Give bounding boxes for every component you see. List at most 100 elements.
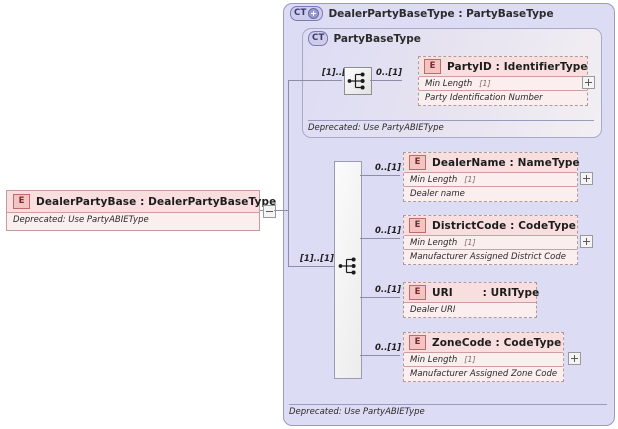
sequence-glyph <box>347 72 365 90</box>
element-box-dealername[interactable]: E DealerName : NameType Min Length [1] D… <box>403 152 580 202</box>
occurrence-label-zonecode: 0..[1] <box>375 343 402 353</box>
element-name-text: URI <box>432 286 453 299</box>
element-name-dealername: DealerName : NameType <box>432 157 580 169</box>
complextype-title-dealerpartybasetype: CT DealerPartyBaseType : PartyBaseType <box>290 6 554 21</box>
inner-deprecated-divider <box>308 120 594 121</box>
element-annotation-uri: Dealer URI <box>404 302 536 316</box>
element-box-districtcode[interactable]: E DistrictCode : CodeType Min Length [1]… <box>403 215 578 265</box>
sequence-container-main[interactable] <box>334 161 362 379</box>
element-facet-partyid: Min Length [1] <box>419 76 587 90</box>
element-annotation-zonecode: Manufacturer Assigned Zone Code <box>404 366 563 380</box>
element-name-partyid: PartyID : IdentifierType <box>447 61 588 73</box>
element-name-separator: : <box>509 156 514 169</box>
element-name-separator: : <box>495 336 500 349</box>
plus-expander-icon-partyid[interactable] <box>582 76 595 89</box>
element-badge-icon: E <box>13 194 30 209</box>
element-name-text: DealerPartyBase <box>36 195 137 208</box>
element-badge-icon: E <box>409 335 426 350</box>
element-annotation-partyid: Party Identification Number <box>419 90 587 104</box>
connector-main-to-districtcode <box>360 238 400 239</box>
element-name-text: DistrictCode <box>432 219 507 232</box>
element-type-text: URIType <box>490 286 540 299</box>
facet-label: Min Length <box>425 78 473 89</box>
element-header-dealername: E DealerName : NameType <box>404 153 580 172</box>
plus-expander-icon-dealername[interactable] <box>580 172 593 185</box>
complextype-label-outer: DealerPartyBaseType : PartyBaseType <box>328 7 554 20</box>
connector-to-inner-sequence <box>314 80 342 81</box>
connector-trunk-to-main-sequence <box>288 266 334 267</box>
element-name-districtcode: DistrictCode : CodeType <box>432 220 576 232</box>
facet-label: Min Length <box>410 354 458 365</box>
element-name-separator: : <box>510 219 515 232</box>
element-type-text: DealerPartyBaseType <box>148 195 277 208</box>
element-type-text: NameType <box>517 156 580 169</box>
element-annotation-dealerpartybase: Deprecated: Use PartyABIEType <box>7 212 259 227</box>
element-name-dealerpartybase: DealerPartyBase : DealerPartyBaseType <box>36 196 276 208</box>
facet-label: Min Length <box>410 237 458 248</box>
connector-trunk-to-partybase-sequence <box>288 80 314 81</box>
element-badge-icon: E <box>409 285 426 300</box>
element-header-uri: E URI : URIType <box>404 283 539 302</box>
sequence-icon-partybasetype[interactable] <box>344 67 372 95</box>
element-name-separator: : <box>495 60 500 73</box>
element-facet-zonecode: Min Length [1] <box>404 352 563 366</box>
connector-main-to-zonecode <box>360 355 400 356</box>
element-name-text: PartyID <box>447 60 492 73</box>
element-header-partyid: E PartyID : IdentifierType <box>419 57 588 76</box>
occurrence-label-partyid: 0..[1] <box>376 68 403 78</box>
inner-deprecated-note: Deprecated: Use PartyABIEType <box>308 123 444 133</box>
minus-expander-icon-root[interactable] <box>263 205 276 218</box>
element-type-text: CodeType <box>518 219 576 232</box>
element-header-districtcode: E DistrictCode : CodeType <box>404 216 577 235</box>
occurrence-label-inner-sequence: [1]..[1] <box>322 68 356 78</box>
occurrence-label-districtcode: 0..[1] <box>375 226 402 236</box>
complextype-label-inner: PartyBaseType <box>333 32 421 45</box>
connector-main-to-dealername <box>360 175 400 176</box>
element-box-partyid[interactable]: E PartyID : IdentifierType Min Length [1… <box>418 56 588 106</box>
element-annotation-dealername: Dealer name <box>404 186 577 200</box>
element-header-zonecode: E ZoneCode : CodeType <box>404 333 563 352</box>
occurrence-label-uri: 0..[1] <box>375 285 402 295</box>
facet-value: [1] <box>464 238 476 247</box>
connector-inner-sequence-to-partyid <box>370 80 402 81</box>
element-type-text: IdentifierType <box>503 60 588 73</box>
connector-main-to-uri <box>360 297 400 298</box>
element-annotation-districtcode: Manufacturer Assigned District Code <box>404 249 577 263</box>
occurrence-label-dealername: 0..[1] <box>375 163 402 173</box>
element-type-text: CodeType <box>503 336 562 349</box>
element-box-dealerpartybase[interactable]: E DealerPartyBase : DealerPartyBaseType … <box>6 190 276 231</box>
connector-trunk-vertical <box>288 80 289 267</box>
complextype-badge-text: CT <box>294 8 307 19</box>
outer-deprecated-divider <box>289 404 607 405</box>
element-badge-icon: E <box>424 59 441 74</box>
element-box-zonecode[interactable]: E ZoneCode : CodeType Min Length [1] Man… <box>403 332 564 382</box>
facet-label: Min Length <box>410 174 458 185</box>
complextype-badge-outer[interactable]: CT <box>290 6 324 21</box>
element-facet-districtcode: Min Length [1] <box>404 235 577 249</box>
complextype-badge-text-inner: CT <box>312 33 325 44</box>
plus-expander-icon-districtcode[interactable] <box>580 235 593 248</box>
outer-deprecated-note: Deprecated: Use PartyABIEType <box>289 407 425 417</box>
facet-value: [1] <box>464 355 476 364</box>
element-name-uri: URI : URIType <box>432 287 539 299</box>
connector-root-stub <box>260 210 263 211</box>
element-box-uri[interactable]: E URI : URIType Dealer URI <box>403 282 539 318</box>
element-header-dealerpartybase: E DealerPartyBase : DealerPartyBaseType <box>7 191 276 212</box>
facet-value: [1] <box>464 175 476 184</box>
complextype-expand-icon[interactable] <box>308 8 320 19</box>
element-name-text: DealerName <box>432 156 506 169</box>
complextype-badge-inner[interactable]: CT <box>308 31 329 46</box>
element-name-separator: : <box>482 286 487 299</box>
sequence-icon-main <box>338 257 356 275</box>
element-facet-dealername: Min Length [1] <box>404 172 577 186</box>
connector-root-to-trunk <box>274 210 288 211</box>
element-badge-icon: E <box>409 155 426 170</box>
complextype-title-partybasetype: CT PartyBaseType <box>308 31 421 46</box>
element-name-text: ZoneCode <box>432 336 492 349</box>
element-name-separator: : <box>140 195 145 208</box>
occurrence-label-main-sequence: [1]..[1] <box>300 254 334 264</box>
element-badge-icon: E <box>409 218 426 233</box>
plus-expander-icon-zonecode[interactable] <box>568 352 581 365</box>
element-name-zonecode: ZoneCode : CodeType <box>432 337 561 349</box>
